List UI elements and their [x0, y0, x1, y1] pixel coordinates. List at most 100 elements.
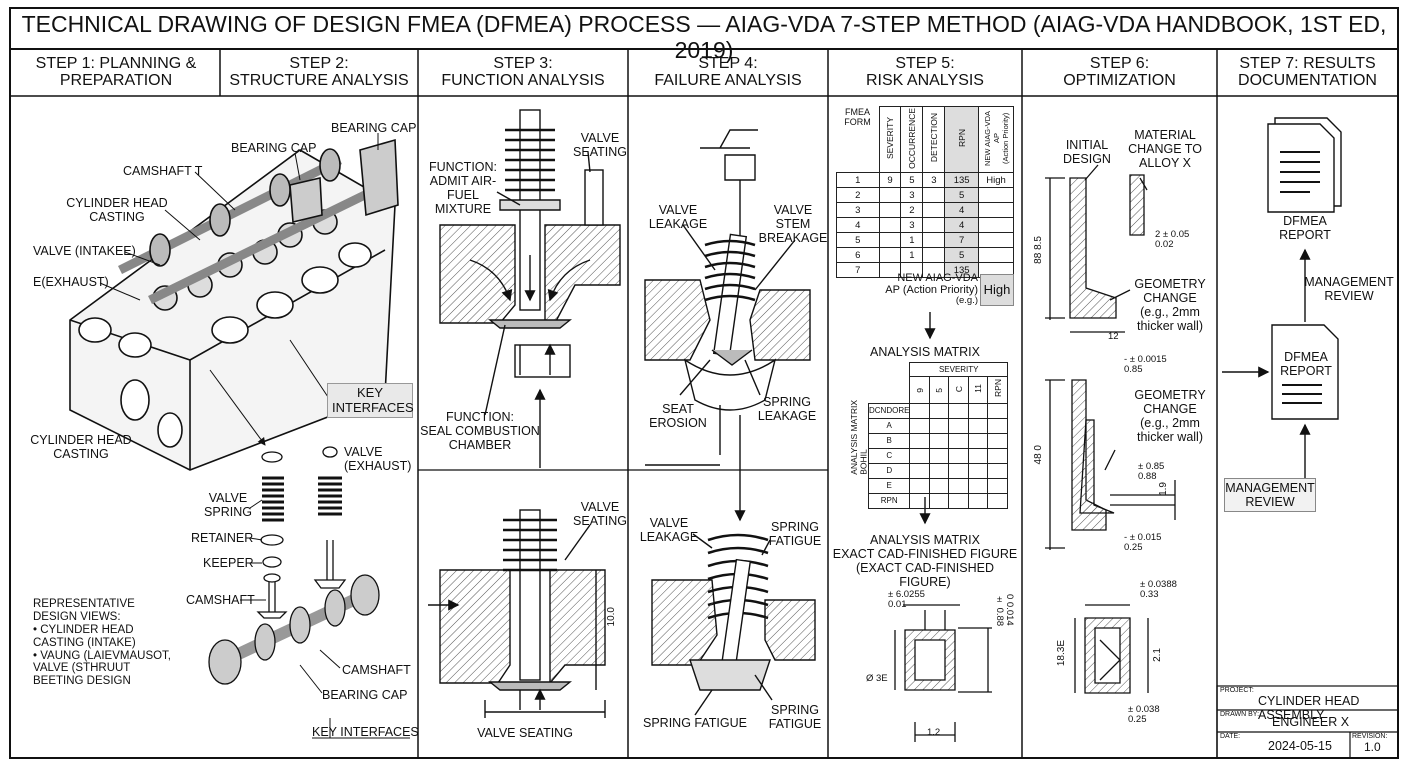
matrix-row: B — [867, 432, 1008, 449]
fmea-cell: 2 — [836, 187, 880, 203]
label-retainer: RETAINER — [191, 531, 254, 545]
fmea-cell: 135 — [944, 172, 979, 188]
function-valve-top — [439, 109, 621, 468]
matrix-cell — [909, 462, 930, 479]
tolerance-6: ± 0.038 0.25 — [1128, 704, 1160, 725]
step-7-header: STEP 7: RESULTS DOCUMENTATION — [1238, 55, 1377, 90]
col-action-priority: NEW AIAG-VDA AP (Action Priority) — [978, 106, 1014, 173]
doc-icons — [1267, 117, 1342, 420]
label-cylinder-head-bottom: CYLINDER HEAD CASTING — [30, 433, 132, 461]
representative-design-views: REPRESENTATIVE DESIGN VIEWS: • CYLINDER … — [33, 598, 172, 688]
fmea-cell — [978, 202, 1014, 218]
label-spring-fatigue-bottom-right: SPRING FATIGUE — [768, 703, 822, 731]
matrix-row: RPN — [867, 492, 1008, 509]
matrix-cell — [909, 492, 930, 509]
label-valve-leakage-top: VALVE LEAKAGE — [648, 203, 708, 231]
fmea-cell: 3 — [922, 172, 946, 188]
tolerance-right: 0 0.014 ± 0.88 — [993, 594, 1015, 627]
col-severity: SEVERITY — [878, 106, 902, 173]
matrix-column-header: RPN — [987, 376, 1008, 404]
title-block-drawn-label: DRAWN BY: — [1220, 711, 1260, 718]
fmea-cell: 7 — [944, 232, 979, 248]
fmea-cell: 6 — [836, 247, 880, 263]
tolerance-top: ± 6.0255 0.01 — [888, 589, 925, 610]
matrix-row-header: RPN — [867, 492, 911, 509]
diameter-label: Ø 3E — [866, 673, 888, 684]
tolerance-1: 2 ± 0.05 0.02 — [1155, 229, 1190, 250]
fmea-cell: 4 — [944, 217, 979, 233]
matrix-cell — [928, 402, 950, 419]
label-camshaft: CAMSHAFT T — [123, 164, 203, 178]
title-block-project-label: PROJECT: — [1220, 687, 1254, 694]
matrix-cell — [987, 402, 1008, 419]
matrix-column-label: 11 — [973, 383, 984, 393]
failure-bottom — [651, 533, 816, 716]
matrix-cell — [967, 417, 989, 434]
title-block-date: 2024-05-15 — [1268, 739, 1332, 753]
column-dividers — [219, 49, 1218, 758]
matrix-cell — [948, 432, 969, 449]
fmea-cell — [922, 202, 946, 218]
label-material-change: MATERIAL CHANGE TO ALLOY X — [1128, 128, 1202, 170]
label-camshaft-lower: CAMSHAFT — [186, 593, 255, 607]
label-spring-leakage: SPRING LEAKAGE — [757, 395, 817, 423]
matrix-row: A — [867, 417, 1008, 434]
matrix-side-label: ANALYSIS MATRIX BOHIL — [849, 400, 869, 475]
fmea-cell — [922, 262, 946, 278]
step-3-header: STEP 3: FUNCTION ANALYSIS — [441, 55, 605, 90]
key-interfaces-box: KEY INTERFACES — [327, 383, 414, 419]
matrix-cell — [967, 447, 989, 464]
step-1-header: STEP 1: PLANNING & PREPARATION — [35, 55, 197, 90]
matrix-cell — [987, 492, 1008, 509]
fmea-cell: 3 — [900, 187, 924, 203]
failure-top — [644, 129, 811, 522]
matrix-cell — [967, 462, 989, 479]
fmea-cell — [922, 187, 946, 203]
cad-finished-figure — [894, 604, 992, 742]
label-spring-fatigue-right: SPRING FATIGUE — [768, 520, 822, 548]
matrix-column-header: 11 — [967, 376, 989, 404]
matrix-cell — [967, 477, 989, 494]
label-key-interfaces-bottom: KEY INTERFACES — [312, 725, 419, 739]
fmea-cell — [922, 247, 946, 263]
matrix-cell — [987, 447, 1008, 464]
fmea-cell: 5 — [944, 187, 979, 203]
label-management-review-right: MANAGEMENT REVIEW — [1304, 275, 1394, 303]
fmea-cell — [922, 232, 946, 248]
matrix-column-label: C — [953, 386, 964, 393]
label-geometry-change-2: GEOMETRY CHANGE (e.g., 2mm thicker wall) — [1134, 388, 1206, 444]
label-valve-spring: VALVE SPRING — [204, 491, 252, 519]
matrix-row-header: D — [867, 462, 911, 479]
step-5-header: STEP 5: RISK ANALYSIS — [866, 55, 984, 90]
matrix-cell — [928, 432, 950, 449]
title-block-project: CYLINDER HEAD ASSEMBLY — [1258, 694, 1360, 722]
step7-arrows — [1222, 248, 1311, 478]
fmea-row: 2 3 5 — [836, 187, 1014, 203]
dimension-12: 12 — [1108, 331, 1119, 342]
valve-train-parts — [208, 446, 380, 685]
matrix-row: E — [867, 477, 1008, 494]
management-review-box: MANAGEMENT REVIEW — [1224, 478, 1316, 512]
matrix-row-header: E — [867, 477, 911, 494]
high-priority-badge: High — [980, 274, 1014, 306]
tolerance-5: ± 0.0388 0.33 — [1140, 579, 1177, 600]
fmea-cell — [878, 232, 902, 248]
fmea-cell — [922, 217, 946, 233]
fmea-cell: 7 — [836, 262, 880, 278]
optimization-section2 — [1045, 379, 1176, 550]
label-camshaft-bottom: CAMSHAFT — [342, 663, 411, 677]
matrix-cell — [948, 462, 969, 479]
label-function-admit: FUNCTION: ADMIT AIR- FUEL MIXTURE — [428, 160, 498, 216]
label-seat-erosion: SEAT EROSION — [649, 402, 707, 430]
fmea-form-table: FMEA FORM SEVERITY OCCURRENCE DETECTION … — [836, 106, 1014, 278]
step-4-header: STEP 4: FAILURE ANALYSIS — [654, 55, 802, 90]
label-function-seal: FUNCTION: SEAL COMBUSTION CHAMBER — [420, 410, 540, 452]
matrix-cell — [928, 447, 950, 464]
matrix-row-header: A — [867, 417, 911, 434]
